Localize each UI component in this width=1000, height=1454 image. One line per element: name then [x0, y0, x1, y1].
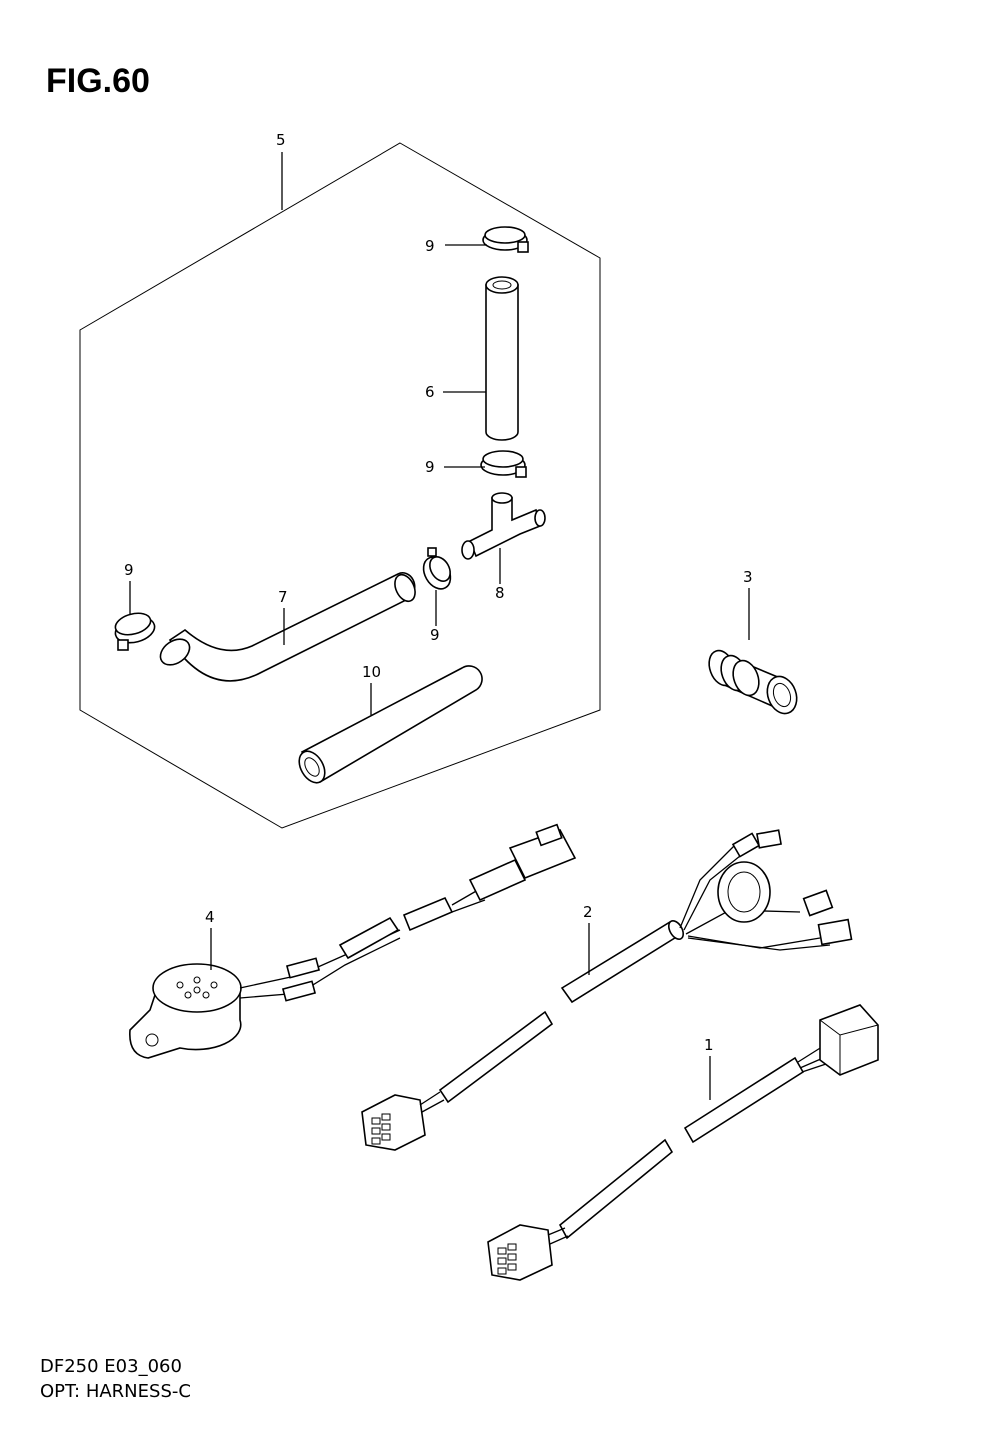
- grommet-plug: [708, 649, 798, 715]
- callout-7: 7: [278, 588, 288, 606]
- callout-2: 2: [583, 903, 593, 921]
- callout-9-middle: 9: [425, 458, 435, 476]
- callout-1: 1: [704, 1036, 714, 1054]
- callout-4: 4: [205, 908, 215, 926]
- callout-8: 8: [495, 584, 505, 602]
- callout-9-right: 9: [430, 626, 440, 644]
- extension-harness: [487, 1004, 879, 1281]
- short-hose: [298, 665, 483, 784]
- kit-outline: [79, 142, 601, 829]
- callout-6: 6: [425, 383, 435, 401]
- hose-clamp-middle: [480, 450, 527, 478]
- main-harness: [361, 829, 853, 1151]
- footer-model-code: DF250 E03_060: [40, 1356, 182, 1377]
- hose-clamp-right: [422, 547, 452, 590]
- bent-hose: [159, 572, 416, 682]
- callout-3: 3: [743, 568, 753, 586]
- straight-hose: [485, 276, 519, 441]
- callout-10: 10: [362, 663, 381, 681]
- hose-clamp-left: [114, 612, 156, 651]
- t-joint: [461, 492, 546, 560]
- callout-9-top: 9: [425, 237, 435, 255]
- buzzer-harness: [129, 823, 577, 1059]
- callout-9-left: 9: [124, 561, 134, 579]
- callout-5: 5: [276, 131, 286, 149]
- hose-clamp-top: [482, 226, 529, 253]
- figure-title: FIG.60: [46, 62, 150, 100]
- footer-section-name: OPT: HARNESS-C: [40, 1381, 191, 1402]
